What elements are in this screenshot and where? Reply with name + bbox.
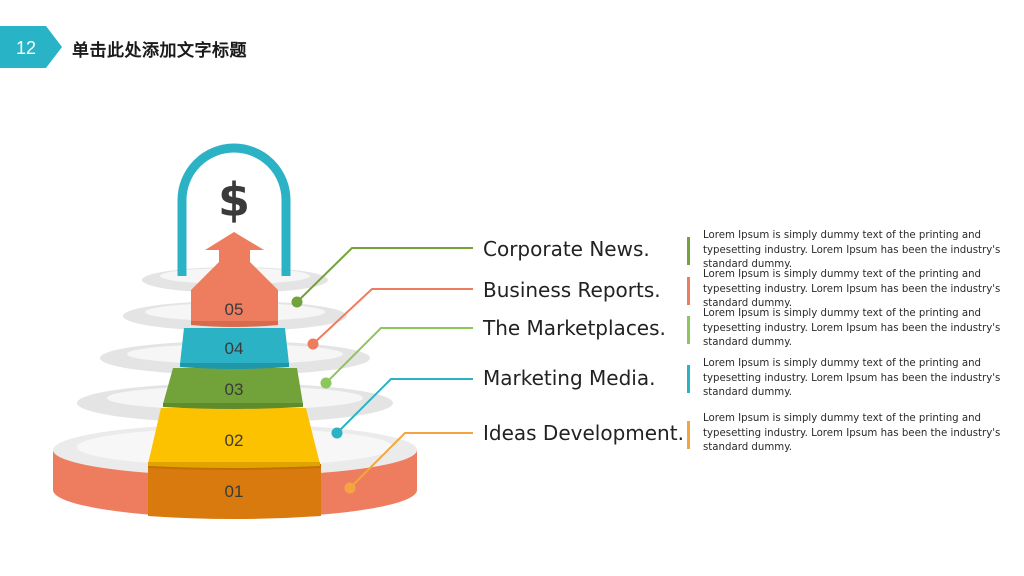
pyramid-level-04: 04 xyxy=(180,328,289,369)
dollar-icon: $ xyxy=(218,173,250,227)
connector-1 xyxy=(291,247,473,308)
item-bar-1 xyxy=(687,237,690,265)
item-desc-2[interactable]: Lorem Ipsum is simply dummy text of the … xyxy=(703,269,1001,310)
level-04-number: 04 xyxy=(225,339,244,358)
item-desc-4[interactable]: Lorem Ipsum is simply dummy text of the … xyxy=(703,358,1001,399)
item-bar-5 xyxy=(687,421,690,449)
pyramid-level-03: 03 xyxy=(163,368,303,409)
level-03-number: 03 xyxy=(225,380,244,399)
item-desc-5[interactable]: Lorem Ipsum is simply dummy text of the … xyxy=(703,413,1001,454)
pyramid-level-01: 01 xyxy=(148,464,321,519)
item-label-business-reports[interactable]: Business Reports. xyxy=(483,278,661,302)
connector-2 xyxy=(307,288,473,350)
slide-title[interactable]: 单击此处添加文字标题 xyxy=(72,41,247,61)
item-bar-2 xyxy=(687,277,690,305)
item-desc-1[interactable]: Lorem Ipsum is simply dummy text of the … xyxy=(703,230,1001,271)
slide-number: 12 xyxy=(16,38,36,58)
slide-number-badge: 12 xyxy=(0,26,62,68)
pyramid-level-05: 05 xyxy=(191,232,278,327)
connector-4 xyxy=(331,378,473,439)
level-05-number: 05 xyxy=(225,300,244,319)
item-label-ideas-development[interactable]: Ideas Development. xyxy=(483,421,684,445)
level-01-number: 01 xyxy=(225,482,244,501)
connector-5 xyxy=(344,432,473,494)
item-label-marketing-media[interactable]: Marketing Media. xyxy=(483,366,656,390)
item-desc-3[interactable]: Lorem Ipsum is simply dummy text of the … xyxy=(703,308,1001,349)
item-bar-4 xyxy=(687,365,690,393)
level-02-number: 02 xyxy=(225,431,244,450)
lock-shackle xyxy=(177,143,291,276)
connector-3 xyxy=(320,327,473,389)
item-label-corporate-news[interactable]: Corporate News. xyxy=(483,237,650,261)
item-label-marketplaces[interactable]: The Marketplaces. xyxy=(483,316,666,340)
item-bar-3 xyxy=(687,316,690,344)
pyramid-level-02: 02 xyxy=(148,408,320,468)
